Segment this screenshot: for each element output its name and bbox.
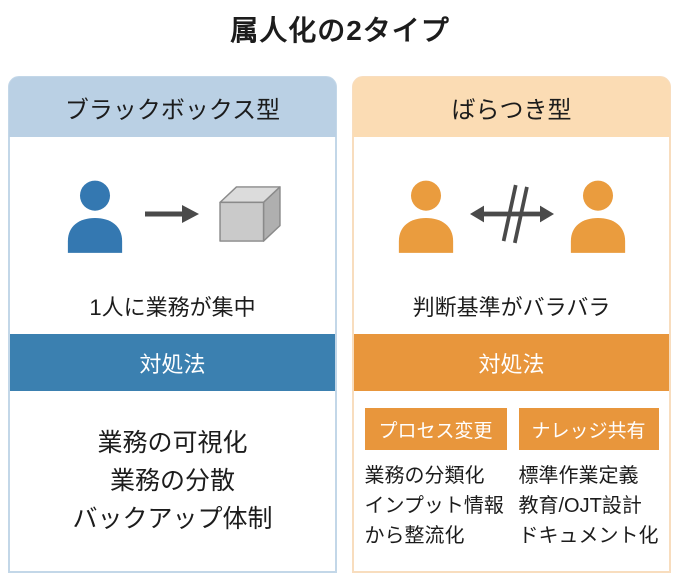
measure-line: 標準作業定義 [518, 465, 639, 487]
variation-panel-title: ばらつき型 [353, 77, 670, 137]
measure-line: 教育/OJT設計 [518, 495, 642, 517]
page-title: 属人化の2タイプ [230, 15, 450, 46]
person-icon [567, 180, 629, 253]
blackbox-countermeasure-banner: 対処法 [10, 334, 335, 391]
knowledge-share-lines: 標準作業定義 教育/OJT設計 ドキュメント化 [519, 461, 659, 551]
measure-line: インプット情報 [364, 495, 504, 517]
process-change-lines: 業務の分類化 インプット情報 から整流化 [365, 461, 507, 551]
process-change-column: プロセス変更 業務の分類化 インプット情報 から整流化 [364, 408, 507, 571]
variation-illustration [354, 164, 669, 268]
arrow-right-icon [144, 203, 200, 230]
variation-countermeasure-banner: 対処法 [354, 334, 669, 391]
variation-measures-columns: プロセス変更 業務の分類化 インプット情報 から整流化 ナレッジ共有 標準作業定… [354, 391, 669, 571]
measure-item: 業務の可視化 [97, 429, 248, 457]
cube-icon [218, 185, 282, 248]
blackbox-panel-title: ブラックボックス型 [9, 77, 336, 137]
person-icon [395, 180, 457, 253]
blackbox-measures-list: 業務の可視化 業務の分散 バックアップ体制 [10, 391, 335, 571]
blackbox-type-panel: ブラックボックス型 1人に業務が集中 対処法 業務の可視化 業務の分散 [8, 76, 337, 573]
variation-problem-caption: 判断基準がバラバラ [412, 295, 611, 320]
knowledge-share-column: ナレッジ共有 標準作業定義 教育/OJT設計 ドキュメント化 [518, 408, 659, 571]
blackbox-problem-caption: 1人に業務が集中 [89, 295, 256, 320]
variation-type-panel: ばらつき型 判断基準がバラバラ 対処法 [352, 76, 671, 573]
blackbox-illustration [10, 164, 335, 268]
measure-item: バックアップ体制 [72, 505, 273, 533]
measure-line: 業務の分類化 [364, 465, 485, 487]
measure-line: から整流化 [364, 525, 465, 547]
measure-line: ドキュメント化 [518, 525, 659, 547]
knowledge-share-badge: ナレッジ共有 [518, 408, 659, 450]
broken-communication-arrow-icon [469, 181, 554, 252]
person-icon [64, 180, 126, 253]
process-change-badge: プロセス変更 [364, 408, 507, 450]
measure-item: 業務の分散 [109, 467, 235, 495]
